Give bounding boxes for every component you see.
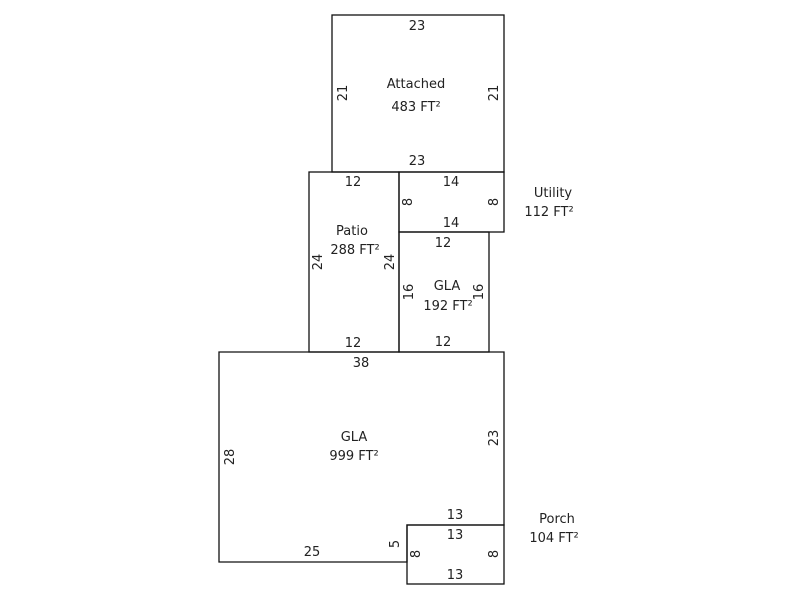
dim-attached-left: 21 <box>336 85 351 102</box>
room-porch <box>406 524 505 585</box>
dim-gla-small-left: 16 <box>402 284 417 301</box>
dim-gla-main-left: 28 <box>223 449 238 466</box>
room-attached <box>331 14 505 173</box>
dim-gla-main-right: 23 <box>487 430 502 447</box>
dim-porch-left: 8 <box>409 550 424 558</box>
dim-porch-bottom: 13 <box>447 568 464 583</box>
room-label-utility: Utility <box>534 186 573 201</box>
dim-patio-right: 24 <box>383 254 398 271</box>
room-area-porch: 104 FT² <box>529 531 578 546</box>
dim-gla-small-right: 16 <box>472 284 487 301</box>
room-area-gla-small: 192 FT² <box>423 299 472 314</box>
dim-attached-bottom: 23 <box>409 154 426 169</box>
room-area-attached: 483 FT² <box>391 100 440 115</box>
room-area-patio: 288 FT² <box>330 243 379 258</box>
room-label-patio: Patio <box>336 224 368 239</box>
dim-attached-right: 21 <box>487 85 502 102</box>
dim-porch-top: 13 <box>447 528 464 543</box>
dim-utility-top: 14 <box>443 175 460 190</box>
room-area-gla-main: 999 FT² <box>329 449 378 464</box>
room-label-attached: Attached <box>387 77 445 92</box>
dim-gla-main-notch-left: 5 <box>388 540 403 548</box>
dim-gla-main-top: 38 <box>353 356 370 371</box>
room-label-gla-small: GLA <box>434 279 461 294</box>
room-label-porch: Porch <box>539 512 575 527</box>
dim-gla-main-bottom: 25 <box>304 545 321 560</box>
dim-gla-small-bottom: 12 <box>435 335 452 350</box>
dim-gla-small-top: 12 <box>435 236 452 251</box>
room-label-gla-main: GLA <box>341 430 368 445</box>
dim-patio-bottom: 12 <box>345 336 362 351</box>
dim-utility-right: 8 <box>487 198 502 206</box>
dim-attached-top: 23 <box>409 19 426 34</box>
dim-patio-top: 12 <box>345 175 362 190</box>
dim-utility-left: 8 <box>401 198 416 206</box>
room-area-utility: 112 FT² <box>524 205 573 220</box>
dim-patio-left: 24 <box>311 254 326 271</box>
dim-porch-right: 8 <box>487 550 502 558</box>
dim-utility-bottom: 14 <box>443 216 460 231</box>
dim-gla-main-notch-top: 13 <box>447 508 464 523</box>
